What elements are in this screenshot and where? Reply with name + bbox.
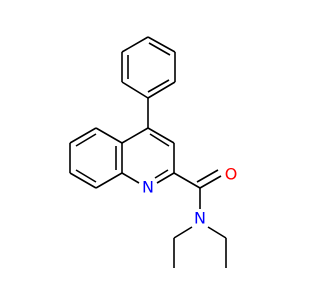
atom-label-amide-nitrogen: N [194, 209, 206, 228]
bond [121, 127, 149, 144]
benzo-ring [69, 127, 123, 189]
bond [69, 172, 97, 189]
double-bond-inner [75, 133, 97, 147]
double-bond-inner [75, 169, 97, 183]
bond [95, 127, 123, 144]
molecule-drawing: O N N [69, 36, 238, 268]
double-bond-inner [149, 133, 170, 147]
double-bond-inner [154, 169, 169, 179]
bond [121, 36, 149, 53]
carbonyl-bond [199, 175, 222, 189]
phenyl-ring [121, 36, 176, 99]
bond [121, 172, 140, 184]
atom-label-ring-nitrogen: N [142, 178, 154, 197]
double-bond-inner [147, 79, 170, 93]
double-bond-inner [148, 42, 171, 56]
bond [156, 172, 175, 184]
pyridine-ring [121, 127, 175, 184]
oxygen-label: O [225, 165, 238, 184]
bond [147, 36, 176, 53]
bond [95, 172, 123, 189]
bond [147, 127, 175, 144]
carbonyl-bond [196, 169, 219, 183]
amide-nitrogen-label: N [194, 209, 206, 228]
atom-label-oxygen: O [225, 165, 238, 184]
bond [173, 226, 193, 239]
bond [121, 81, 149, 99]
bond [147, 81, 176, 99]
structure-diagram: O N N [69, 36, 238, 268]
carboxamide-group [173, 169, 227, 268]
bond [207, 226, 227, 239]
ring-nitrogen-label: N [142, 178, 154, 197]
bond [69, 127, 97, 144]
bond [173, 172, 201, 189]
